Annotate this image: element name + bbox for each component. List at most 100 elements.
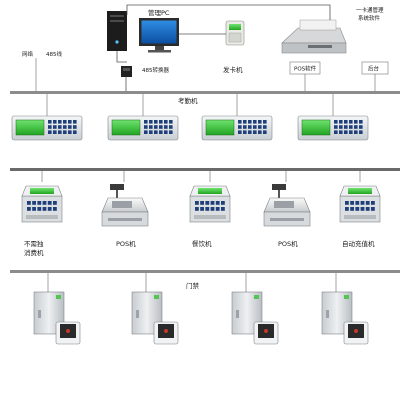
keypad-key bbox=[47, 201, 52, 205]
keypad-key bbox=[164, 120, 168, 124]
consumption-device-label-2: 消费机 bbox=[24, 248, 44, 257]
keypad-key bbox=[349, 130, 353, 134]
keypad-key bbox=[53, 120, 57, 124]
keypad-key bbox=[344, 125, 348, 129]
wire-pc-converter bbox=[116, 51, 127, 63]
lcd-screen bbox=[301, 119, 331, 136]
keypad-key bbox=[243, 130, 247, 134]
keypad-key bbox=[360, 207, 365, 211]
keypad-key bbox=[354, 125, 358, 129]
keypad-key bbox=[248, 125, 252, 129]
printer-icon bbox=[281, 19, 347, 54]
keypad-key bbox=[159, 120, 163, 124]
keypad-key bbox=[48, 120, 52, 124]
keypad-key bbox=[154, 120, 158, 124]
converter-icon bbox=[121, 66, 132, 77]
keypad-key bbox=[58, 125, 62, 129]
keypad-key bbox=[339, 120, 343, 124]
keypad-key bbox=[253, 120, 257, 124]
card-issuer-label: 发卡机 bbox=[223, 65, 243, 74]
keypad-key bbox=[53, 207, 57, 211]
keypad-key bbox=[149, 125, 153, 129]
keypad-key bbox=[169, 130, 173, 134]
access-control-unit bbox=[231, 273, 279, 345]
keypad-key bbox=[258, 130, 262, 134]
keypad-key bbox=[63, 120, 67, 124]
keypad-key bbox=[149, 130, 153, 134]
keypad-key bbox=[359, 130, 363, 134]
keypad-key bbox=[359, 120, 363, 124]
keypad-key bbox=[215, 207, 220, 211]
keypad-key bbox=[27, 201, 31, 205]
keypad-key bbox=[68, 125, 72, 129]
keypad-key bbox=[63, 130, 67, 134]
keypad-key bbox=[144, 130, 148, 134]
keypad-key bbox=[42, 201, 47, 205]
access-row bbox=[33, 273, 369, 345]
keypad-key bbox=[243, 120, 247, 124]
keypad-key bbox=[339, 130, 343, 134]
keypad-key bbox=[205, 207, 210, 211]
keypad-key bbox=[334, 130, 338, 134]
keypad-key bbox=[159, 125, 163, 129]
keypad-key bbox=[243, 125, 247, 129]
keypad-key bbox=[48, 130, 52, 134]
keypad-key bbox=[371, 201, 375, 205]
keypad-key bbox=[248, 130, 252, 134]
printer-label-line1: 一卡通管理 bbox=[356, 6, 384, 14]
keypad-key bbox=[164, 130, 168, 134]
monitor-icon bbox=[139, 18, 179, 53]
keypad-key bbox=[355, 201, 360, 205]
keypad-key bbox=[154, 125, 158, 129]
keypad-key bbox=[258, 120, 262, 124]
pc-label: 管理PC bbox=[148, 8, 170, 17]
keypad-key bbox=[253, 130, 257, 134]
wire-pc-printer bbox=[126, 4, 331, 20]
keypad-key bbox=[339, 125, 343, 129]
keypad-key bbox=[263, 125, 267, 129]
keypad-key bbox=[365, 201, 370, 205]
consumption-device: 自动充值机 bbox=[339, 171, 381, 248]
consumption-device-label: POS机 bbox=[278, 239, 298, 248]
consumption-device-label: 餐饮机 bbox=[192, 239, 212, 248]
attendance-terminal bbox=[201, 94, 273, 141]
keypad-key bbox=[349, 120, 353, 124]
keypad-key bbox=[42, 207, 47, 211]
keypad-key bbox=[205, 201, 210, 205]
keypad-key bbox=[37, 201, 42, 205]
keypad-key bbox=[210, 201, 215, 205]
pc-tower-icon bbox=[107, 11, 127, 51]
keypad-key bbox=[200, 207, 204, 211]
printer-label-line2: 系统软件 bbox=[358, 14, 381, 22]
keypad-key bbox=[345, 207, 349, 211]
lcd-screen bbox=[30, 188, 54, 194]
keypad-key bbox=[68, 120, 72, 124]
middle-bus bbox=[10, 168, 400, 171]
keypad-key bbox=[345, 201, 349, 205]
attendance-bus-label: 考勤机 bbox=[178, 96, 198, 105]
keypad-key bbox=[263, 120, 267, 124]
keypad-key bbox=[37, 207, 42, 211]
keypad-key bbox=[349, 125, 353, 129]
attendance-terminal bbox=[297, 94, 369, 141]
keypad-key bbox=[164, 125, 168, 129]
keypad-key bbox=[371, 207, 375, 211]
keypad-key bbox=[365, 207, 370, 211]
keypad-key bbox=[248, 120, 252, 124]
keypad-key bbox=[63, 125, 67, 129]
keypad-key bbox=[73, 125, 77, 129]
keypad-key bbox=[159, 130, 163, 134]
keypad-key bbox=[154, 130, 158, 134]
keypad-key bbox=[263, 130, 267, 134]
lower-bus bbox=[10, 270, 400, 273]
keypad-key bbox=[32, 207, 36, 211]
lcd-screen bbox=[205, 119, 235, 136]
keypad-key bbox=[47, 207, 52, 211]
keypad-key bbox=[258, 125, 262, 129]
access-control-unit bbox=[131, 273, 179, 345]
keypad-key bbox=[360, 201, 365, 205]
keypad-key bbox=[144, 125, 148, 129]
keypad-key bbox=[32, 201, 36, 205]
keypad-key bbox=[195, 201, 199, 205]
